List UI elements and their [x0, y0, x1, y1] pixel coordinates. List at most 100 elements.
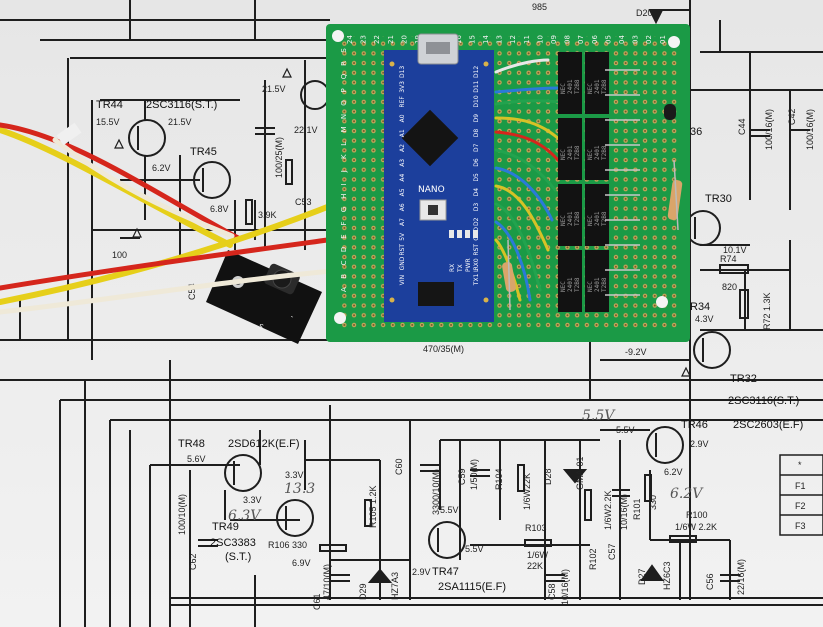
label-c53v: 100/25(M) [274, 137, 284, 178]
label-v22: 22.1V [294, 125, 318, 135]
relay-model: 2401 [567, 277, 574, 292]
label-tr49: TR49 [212, 521, 239, 533]
label-tr32: TR32 [730, 373, 757, 385]
nano-pin-label: A1 [399, 129, 406, 137]
nano-led [465, 230, 470, 238]
label-f2: F2 [795, 501, 806, 511]
label-v56: 5.6V [187, 454, 206, 464]
label-r101v: 330 [648, 495, 658, 510]
board-row-letter: E [340, 234, 348, 238]
label-c44: C44 [737, 118, 747, 135]
board-row-letter: N [340, 114, 348, 119]
label-r74: R74 [720, 254, 737, 264]
nano-name: NANO [418, 185, 445, 195]
relay-body [585, 52, 609, 114]
label-v33: 3.3V [285, 470, 304, 480]
nano-led-label: RX [449, 264, 456, 272]
relay-code: T2B8 [574, 79, 581, 94]
warning-icon [114, 138, 124, 149]
relay-body [585, 250, 609, 312]
board-column-number: 11 [523, 35, 531, 44]
board-column-number: 16 [455, 35, 463, 44]
label-r100v: 1/6W 2.2K [675, 522, 717, 532]
board-column-number: 07 [577, 35, 585, 44]
wire-bundle [0, 122, 482, 332]
nano-led-label: PWR [465, 258, 472, 272]
label-c56v: 22/16(M) [736, 559, 746, 595]
board-row-letter: G [340, 207, 348, 212]
label-tr49-st: (S.T.) [225, 551, 251, 563]
relay-brand: NEC [560, 149, 567, 160]
board-column-number: 05 [604, 35, 612, 44]
relay-brand: NEC [587, 281, 594, 292]
label-v43: 4.3V [695, 314, 714, 324]
nano-pin-label: D3 [473, 203, 480, 212]
nano-pin-label: RST [399, 244, 406, 256]
small-transistor [664, 104, 676, 120]
label-d36: 36 [690, 126, 702, 138]
label-c62v: 100/10(M) [177, 494, 187, 535]
label-c57: C57 [607, 543, 617, 560]
label-c58: C58 [547, 583, 557, 600]
handwritten-62v: 6.2V [670, 486, 704, 502]
label-hz6c3: HZ6C3 [662, 561, 672, 590]
relay-brand: NEC [560, 83, 567, 94]
board-column-number: 14 [482, 35, 490, 44]
label-tr44-part: 2SC3116(S.T.) [146, 99, 217, 111]
label-r72: R72 1.3K [762, 292, 772, 330]
warning-icons [114, 67, 691, 377]
label-star: * [798, 460, 802, 470]
board-row-letter: F [340, 221, 348, 225]
board-row-letter: D [340, 247, 348, 252]
board-column-number: 04 [618, 35, 626, 44]
label-v29b: 2.9V [690, 439, 709, 449]
schematic-transistors [128, 80, 731, 559]
nano-pin-label: D9 [473, 114, 480, 123]
nano-pin-label: 3V3 [399, 81, 406, 93]
wire-white-lower [0, 267, 346, 315]
nano-pin-label: A0 [399, 114, 406, 122]
label-v62b: 6.2V [664, 467, 683, 477]
label-r104v: 1/6W22K [522, 473, 532, 510]
label-tr32-part: 2SC3116(S.T.) [728, 395, 799, 407]
handwritten-55v: 5.5V [582, 408, 616, 424]
label-tr46: TR46 [681, 419, 708, 431]
relay-model: 2401 [594, 211, 601, 226]
relay-model: 2401 [594, 79, 601, 94]
nano-pin-label: VIN [399, 275, 406, 285]
label-f3: F3 [795, 521, 806, 531]
nano-pin-label: TX1 [473, 273, 480, 286]
warning-icon [681, 366, 691, 377]
relay-body [558, 118, 582, 180]
relay-brand: NEC [587, 215, 594, 226]
nano-pin-label: RX0 [473, 258, 480, 270]
nano-pin-label: D13 [399, 66, 406, 78]
board-column-number: 01 [659, 35, 667, 44]
label-r105: R105 1.2K [368, 485, 378, 528]
label-c60v: 3300/10(M) [431, 469, 441, 515]
board-row-letter: C [340, 260, 348, 265]
relay-code: T2B8 [574, 211, 581, 226]
handwritten-notes: 5.5V 13.3 6.3V 6.2V [228, 408, 704, 524]
label-f1: F1 [795, 481, 806, 491]
board-row-letter: B [340, 274, 348, 279]
relay-code: T2B8 [601, 145, 608, 160]
label-c61: C61 [312, 593, 322, 610]
nano-pin-label: A6 [399, 203, 406, 211]
relay-body [558, 250, 582, 312]
label-tr46-part: 2SC2603(E.F) [733, 419, 803, 431]
nano-led [449, 230, 454, 238]
label-c44v: 100/16(M) [764, 109, 774, 150]
label-c58v: 10/16(M) [560, 569, 570, 605]
label-r103k: 22K [527, 561, 543, 571]
label-c42v: 100/16(M) [805, 109, 815, 150]
nano-pin-label: D10 [473, 95, 480, 107]
nano-right-pin-labels: D12D11D10D9D8D7D6D5D4D3D2GNDRSTRX0TX1 [473, 66, 480, 287]
label-r102v: 1/6W2.2K [603, 490, 613, 530]
board-row-letter: S [340, 48, 348, 53]
nano-pin-label: GND [399, 256, 406, 270]
